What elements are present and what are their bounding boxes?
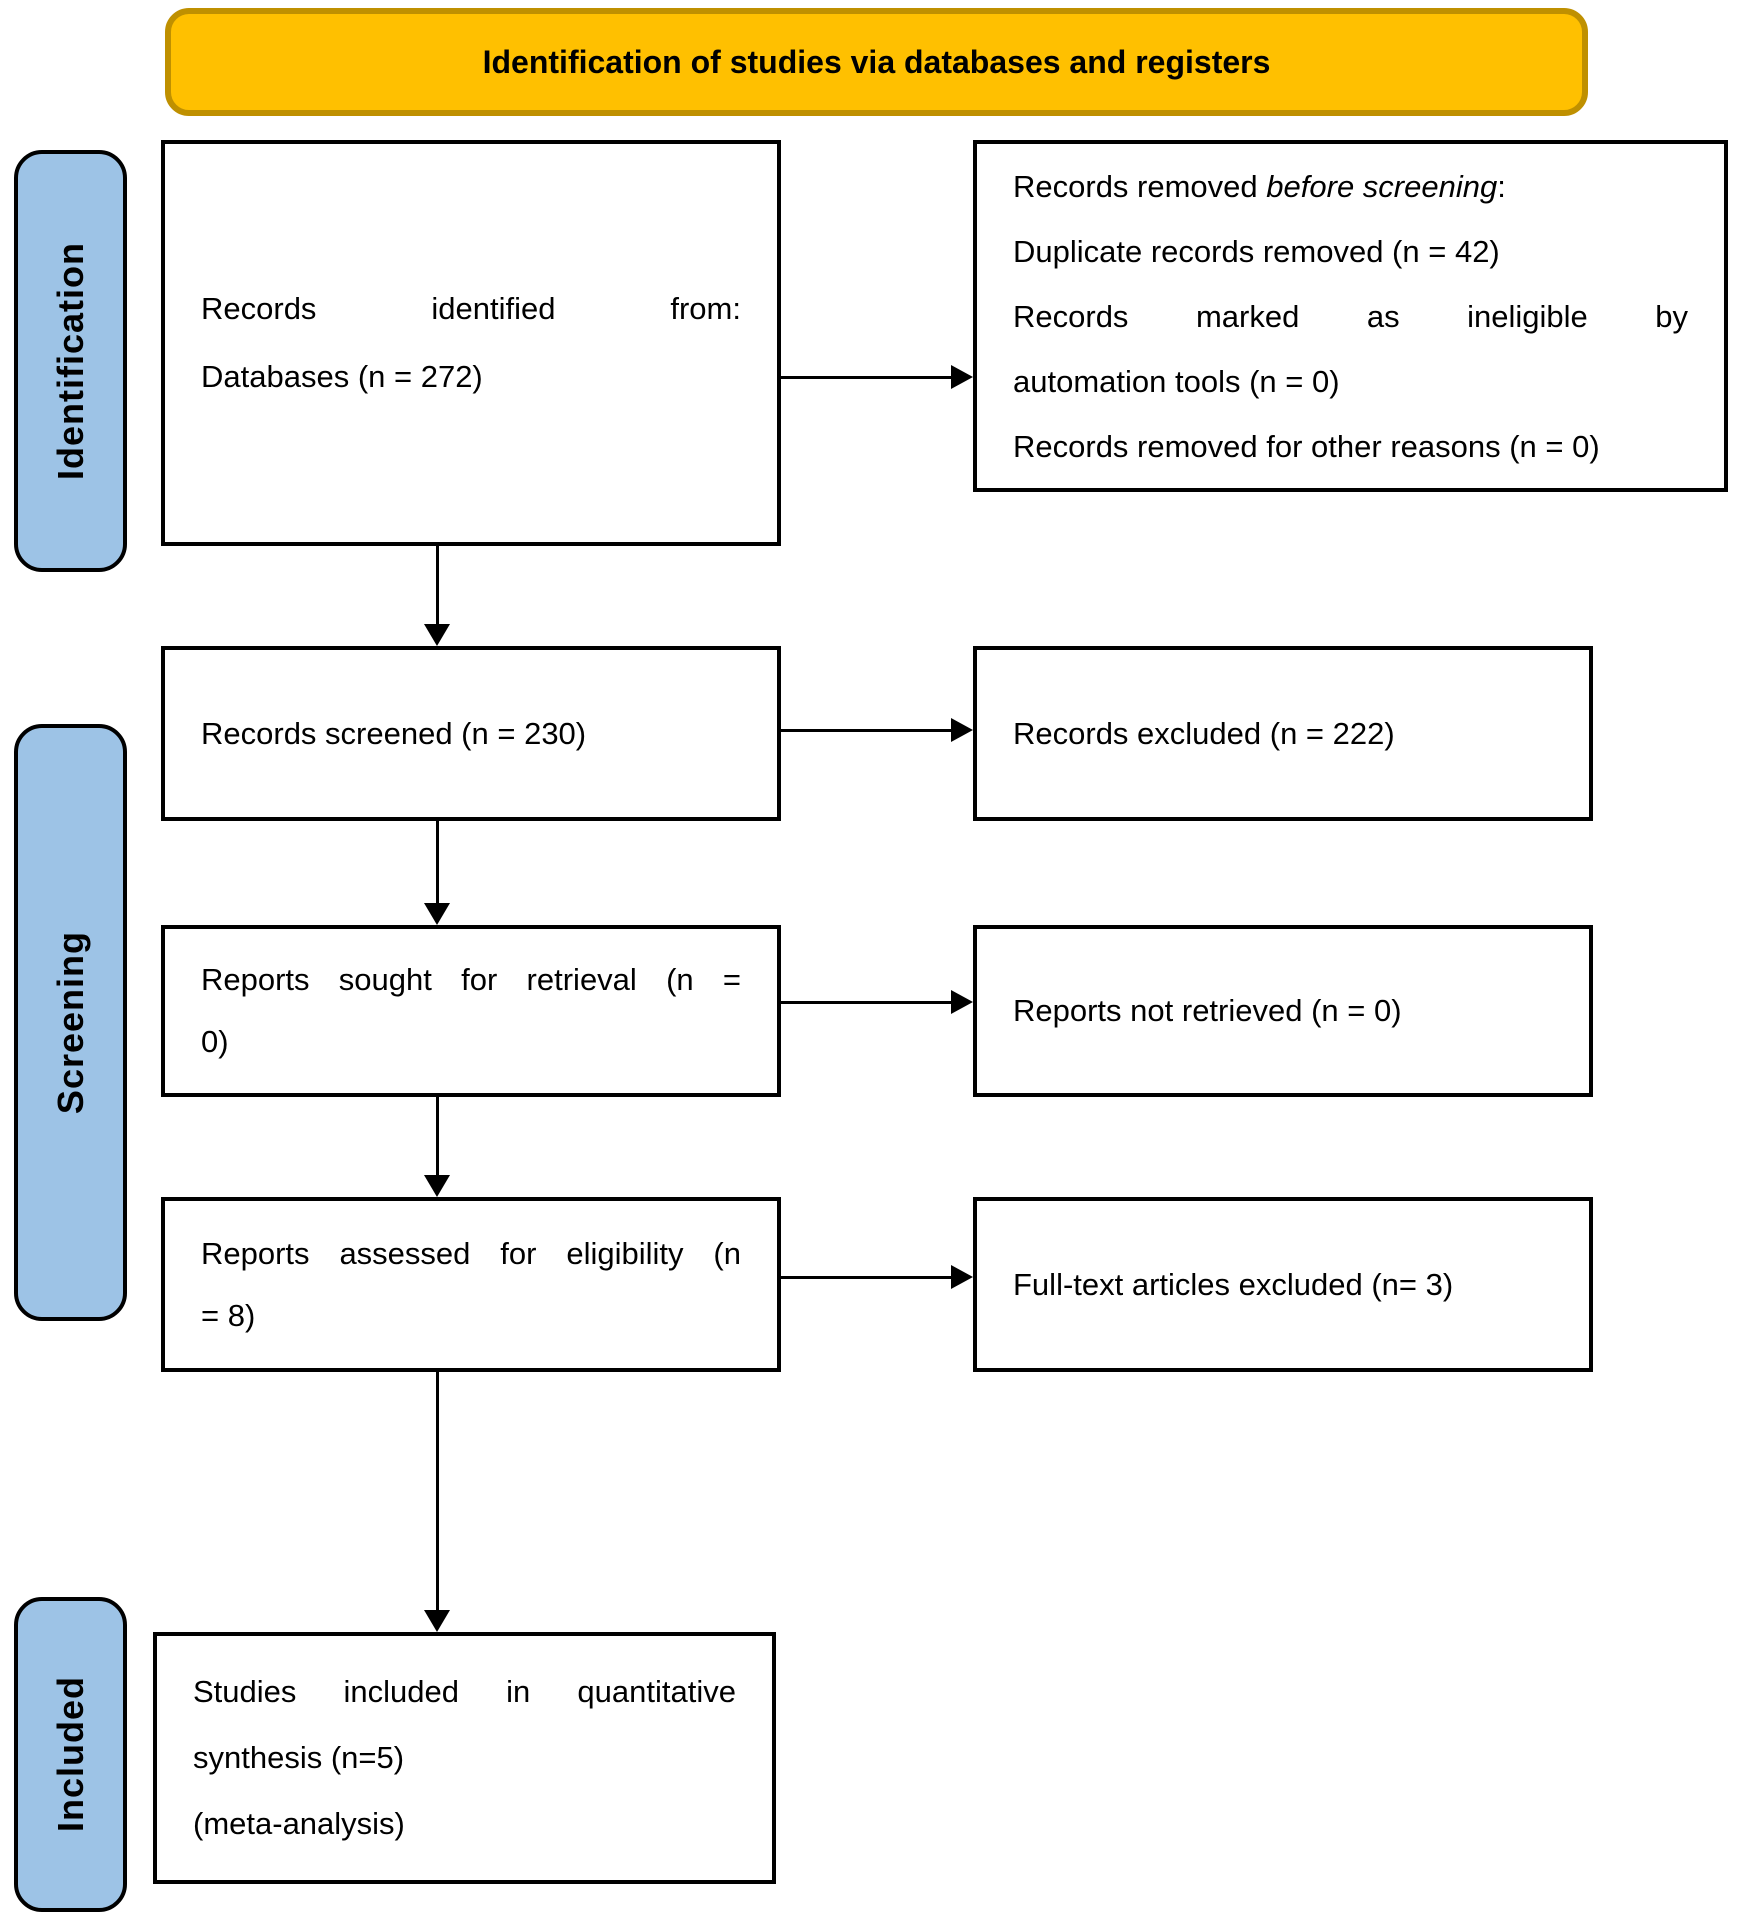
text-line: synthesis (n=5): [193, 1740, 405, 1775]
text-line: (meta-analysis): [193, 1806, 405, 1841]
text-line: Records excluded (n = 222): [1013, 715, 1395, 751]
box-records-identified: Records identified from: Databases (n = …: [161, 140, 781, 546]
box-studies-included: Studies included in quantitative synthes…: [153, 1632, 776, 1884]
text-line: Reports not retrieved (n = 0): [1013, 993, 1402, 1028]
box-reports-assessed: Reports assessed for eligibility (n = 8): [161, 1197, 781, 1372]
text-line: 0): [201, 1024, 229, 1059]
arrow-identified-to-removed: [781, 365, 973, 389]
arrow-assessed-to-included: [424, 1372, 450, 1632]
text-line: Records marked as ineligible by: [1013, 298, 1688, 334]
text-line: Records removed for other reasons (n = 0…: [1013, 428, 1600, 464]
box-reports-not-retrieved: Reports not retrieved (n = 0): [973, 925, 1593, 1097]
text-line: automation tools (n = 0): [1013, 363, 1340, 399]
banner-title: Identification of studies via databases …: [482, 43, 1271, 80]
text-line: Reports assessed for eligibility (n: [201, 1235, 741, 1271]
box-reports-sought: Reports sought for retrieval (n = 0): [161, 925, 781, 1097]
box-fulltext-excluded: Full-text articles excluded (n= 3): [973, 1197, 1593, 1372]
text-segment: Records removed: [1013, 168, 1267, 204]
arrow-identified-to-screened: [424, 546, 450, 646]
text-line: Duplicate records removed (n = 42): [1013, 233, 1500, 269]
text-line: Databases (n = 272): [201, 359, 483, 394]
arrow-screened-to-sought: [424, 821, 450, 925]
box-records-screened: Records screened (n = 230): [161, 646, 781, 821]
sidebar-identification: Identification: [14, 150, 127, 572]
sidebar-included: Included: [14, 1597, 127, 1912]
text-line: Records removed before screening:: [1013, 154, 1688, 219]
arrow-assessed-to-fulltext-excluded: [781, 1265, 973, 1289]
text-segment: :: [1497, 168, 1506, 204]
arrow-screened-to-excluded: [781, 718, 973, 742]
sidebar-screening: Screening: [14, 724, 127, 1321]
text-line: Records screened (n = 230): [201, 715, 587, 751]
text-line: Reports sought for retrieval (n =: [201, 962, 741, 997]
text-line: = 8): [201, 1297, 256, 1333]
text-line: Full-text articles excluded (n= 3): [1013, 1266, 1454, 1302]
arrow-sought-to-assessed: [424, 1097, 450, 1197]
sidebar-included-label: Included: [49, 1676, 91, 1833]
box-records-excluded: Records excluded (n = 222): [973, 646, 1593, 821]
text-line: Studies included in quantitative: [193, 1674, 736, 1709]
arrow-sought-to-not-retrieved: [781, 990, 973, 1014]
text-line: Records identified from:: [201, 291, 741, 326]
sidebar-identification-label: Identification: [49, 242, 91, 480]
sidebar-screening-label: Screening: [49, 930, 91, 1115]
text-segment-italic: before screening: [1266, 168, 1498, 204]
box-records-removed: Records removed before screening: Duplic…: [973, 140, 1728, 492]
banner: Identification of studies via databases …: [165, 8, 1588, 116]
